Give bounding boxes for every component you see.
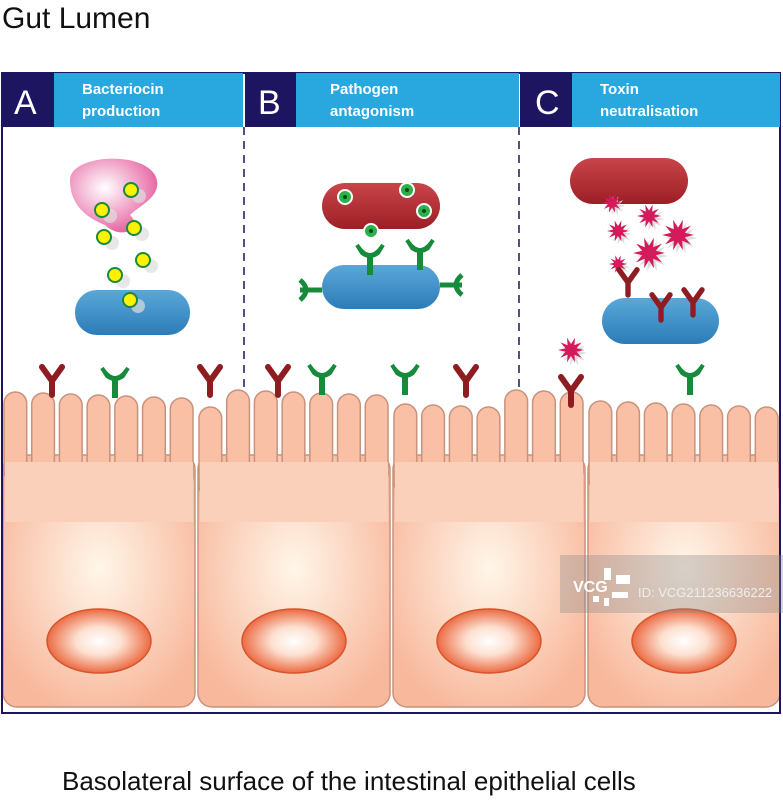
antibody-y-icon [616, 267, 640, 298]
pathogen-rod [75, 290, 190, 335]
toxin-icon [637, 204, 661, 228]
receptor-cup-icon [675, 363, 705, 395]
adhesin-dots [337, 182, 432, 239]
title: Gut Lumen [2, 2, 150, 35]
svg-text:Bacteriocin: Bacteriocin [82, 81, 164, 98]
antibody-y-icon [558, 374, 584, 408]
toxin-icon [662, 219, 694, 251]
antibody-y-icon [197, 364, 223, 398]
nucleus [436, 608, 542, 674]
bacteriocin-producer [70, 158, 158, 233]
nucleus [631, 608, 737, 674]
antibody-y-icon [649, 292, 673, 323]
antibody-y-icon [265, 364, 291, 398]
pathogen-rod [322, 265, 440, 309]
panel-header-b: B Pathogen antagonism [245, 73, 519, 127]
svg-text:Pathogen: Pathogen [330, 81, 398, 98]
bacteriocin [135, 252, 151, 268]
receptor-cup-icon [307, 363, 337, 395]
panel-header-c: C Toxin neutralisation [520, 73, 780, 127]
watermark: VCG ID: VCG211236636222 [560, 555, 783, 613]
receptor-cup-icon [405, 238, 435, 270]
antibody-y-icon [39, 364, 65, 398]
svg-text:production: production [82, 103, 160, 120]
antibody-y-icon [681, 287, 705, 318]
toxins [558, 193, 697, 366]
bacteriocin [94, 202, 110, 218]
epithelial-cell [2, 391, 196, 708]
bacteriocin [123, 182, 139, 198]
toxin-icon [558, 337, 584, 363]
antibody-y-icon [453, 364, 479, 398]
toxin-icon [607, 220, 629, 242]
panel-letter: A [14, 84, 37, 122]
panel-letter: B [258, 84, 281, 122]
svg-text:Toxin: Toxin [600, 81, 639, 98]
receptor-cup-icon [355, 243, 385, 275]
svg-text:VCG: VCG [573, 579, 608, 596]
panel-header-a: A Bacteriocin production [2, 73, 243, 127]
bacteriocin [126, 220, 142, 236]
svg-text:antagonism: antagonism [330, 103, 414, 120]
receptor-cup-icon [440, 273, 464, 297]
toxin-icon [602, 193, 622, 213]
vcg-logo-icon [593, 568, 630, 606]
receptor-cup-icon [298, 278, 322, 302]
nucleus [241, 608, 347, 674]
epithelial-cell [587, 400, 781, 708]
receptor-cup-icon [390, 363, 420, 395]
receptors [39, 238, 705, 408]
bacteriocin-particles [94, 182, 158, 313]
cell-layer [2, 389, 781, 708]
nucleus [46, 608, 152, 674]
svg-text:neutralisation: neutralisation [600, 103, 698, 120]
bacteriocin [107, 267, 123, 283]
bacteriocin [96, 229, 112, 245]
commensal-rod [570, 158, 688, 204]
bacteriocin [122, 292, 138, 308]
caption: Basolateral surface of the intestinal ep… [62, 766, 636, 796]
epithelial-cell [197, 389, 391, 708]
toxin-icon [633, 237, 665, 269]
receptor-cup-icon [100, 366, 130, 398]
svg-text:ID: VCG211236636222: ID: VCG211236636222 [638, 585, 772, 600]
panel-letter: C [535, 84, 560, 122]
epithelial-cell [392, 389, 586, 708]
toxin-icon [609, 255, 627, 273]
